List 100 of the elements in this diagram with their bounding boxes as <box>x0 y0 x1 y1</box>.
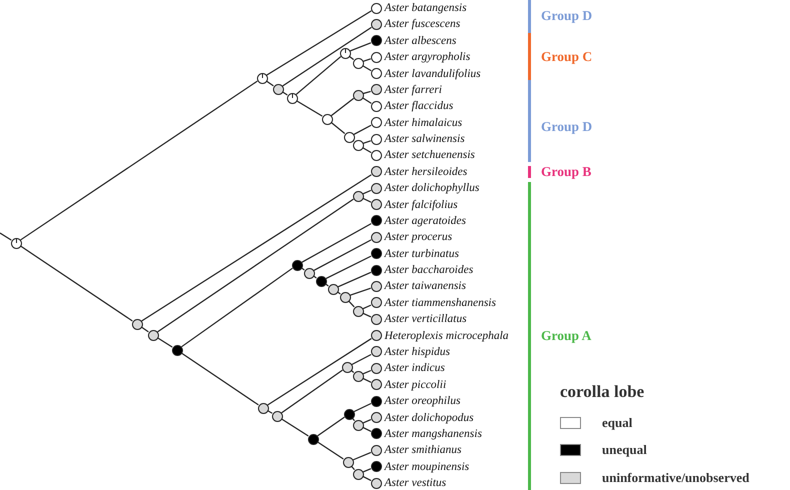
branch-line <box>352 452 372 460</box>
branch-line <box>157 198 354 332</box>
group-label: Group B <box>541 164 592 180</box>
node-state-circle <box>256 72 268 84</box>
node-state-circle <box>352 370 364 382</box>
node-state-circle <box>352 90 364 100</box>
branch-line <box>354 402 372 412</box>
node-state-circle <box>352 140 364 150</box>
species-name: Aster smithianus <box>384 443 462 458</box>
branch-line <box>363 90 371 94</box>
tip-state-circle <box>370 84 382 96</box>
branch-line <box>350 288 371 296</box>
tip-state-circle <box>370 182 382 194</box>
tip-state-circle <box>370 412 382 423</box>
branch-line <box>141 174 372 322</box>
species-name: Aster oreophilus <box>384 394 460 408</box>
branch-line <box>338 272 372 288</box>
node-state-circle <box>342 456 354 468</box>
species-name: Aster moupinensis <box>384 460 470 474</box>
branch-line <box>352 354 372 365</box>
species-name: Aster fuscescens <box>384 17 460 32</box>
species-name: Aster procerus <box>384 230 452 244</box>
node-state-circle <box>132 318 142 330</box>
node-state-circle <box>308 434 318 444</box>
tip-state-circle <box>370 461 382 472</box>
branch-line <box>20 80 258 240</box>
species-name: Aster hersileoides <box>384 164 468 179</box>
species-name: Aster baccharoides <box>384 263 474 278</box>
group-label: Group C <box>541 49 592 65</box>
species-name: Aster dolichopodus <box>384 410 474 424</box>
tip-state-circle <box>370 117 382 128</box>
species-name: Aster lavandulifolius <box>384 66 481 81</box>
species-name: Aster indicus <box>384 361 445 376</box>
group-label: Group D <box>541 8 592 24</box>
branch-line <box>362 378 372 383</box>
branch-line <box>330 98 354 116</box>
species-name: Aster dolichophyllus <box>384 181 480 196</box>
branch-line <box>363 58 371 62</box>
tip-state-circle <box>370 346 382 358</box>
branch-line <box>362 476 372 482</box>
tip-state-circle <box>370 100 382 112</box>
branch-line <box>362 190 372 194</box>
node-state-circle <box>352 58 364 68</box>
branch-line <box>314 239 372 271</box>
branch-line <box>181 352 259 406</box>
branch-line <box>362 426 372 432</box>
tip-state-circle <box>370 314 382 325</box>
branch-line <box>362 312 372 318</box>
tip-state-circle <box>370 478 382 489</box>
node-state-circle <box>342 362 352 372</box>
legend-text: equal <box>602 415 632 431</box>
branch-line <box>362 419 372 424</box>
species-name: Aster tiammenshanensis <box>384 296 496 310</box>
branch-line <box>20 246 133 322</box>
tip-state-circle <box>370 215 382 226</box>
tip-state-circle <box>370 35 382 46</box>
tip-state-circle <box>370 134 382 145</box>
node-state-circle <box>328 284 338 294</box>
species-name: Aster hispidus <box>384 344 450 359</box>
node-state-circle <box>352 190 364 202</box>
node-state-circle <box>322 114 332 124</box>
tip-state-circle <box>370 166 382 178</box>
branch-line <box>296 100 323 117</box>
species-name: Aster mangshanensis <box>384 426 482 441</box>
node-state-circle <box>292 260 302 270</box>
node-state-circle <box>286 92 298 104</box>
branch-line <box>281 370 343 414</box>
species-name: Aster albescens <box>384 34 456 48</box>
branch-line <box>362 198 372 203</box>
species-name: Aster flaccidus <box>384 99 454 114</box>
tip-state-circle <box>370 232 382 243</box>
tip-state-circle <box>370 280 382 292</box>
group-label: Group A <box>541 328 592 344</box>
tip-state-circle <box>370 264 382 276</box>
species-name: Aster ageratoides <box>384 214 466 228</box>
branch-line <box>330 122 346 134</box>
branch-line <box>181 268 293 348</box>
species-name: Aster taiwanensis <box>384 279 466 294</box>
species-name: Heteroplexis microcephala <box>384 328 509 343</box>
species-name: Aster falcifolius <box>384 198 458 212</box>
branch-line <box>296 56 342 95</box>
node-state-circle <box>10 238 22 248</box>
species-name: Aster salwinensis <box>384 132 465 146</box>
node-state-circle <box>304 268 314 278</box>
tip-state-circle <box>370 18 382 30</box>
branch-line <box>362 97 372 104</box>
node-state-circle <box>316 276 326 286</box>
node-state-circle <box>352 306 364 316</box>
branch-line <box>267 338 372 406</box>
tip-state-circle <box>370 396 382 407</box>
node-state-circle <box>172 344 182 356</box>
species-name: Aster turbinatus <box>384 246 459 261</box>
legend-text: uninformative/unobserved <box>602 470 750 486</box>
node-state-circle <box>352 420 364 430</box>
species-name: Aster vestitus <box>384 476 446 490</box>
tip-state-circle <box>370 428 382 440</box>
branch-line <box>302 223 372 263</box>
species-name: Aster farreri <box>384 82 442 97</box>
branch-line <box>350 42 372 52</box>
tip-state-circle <box>370 330 382 342</box>
